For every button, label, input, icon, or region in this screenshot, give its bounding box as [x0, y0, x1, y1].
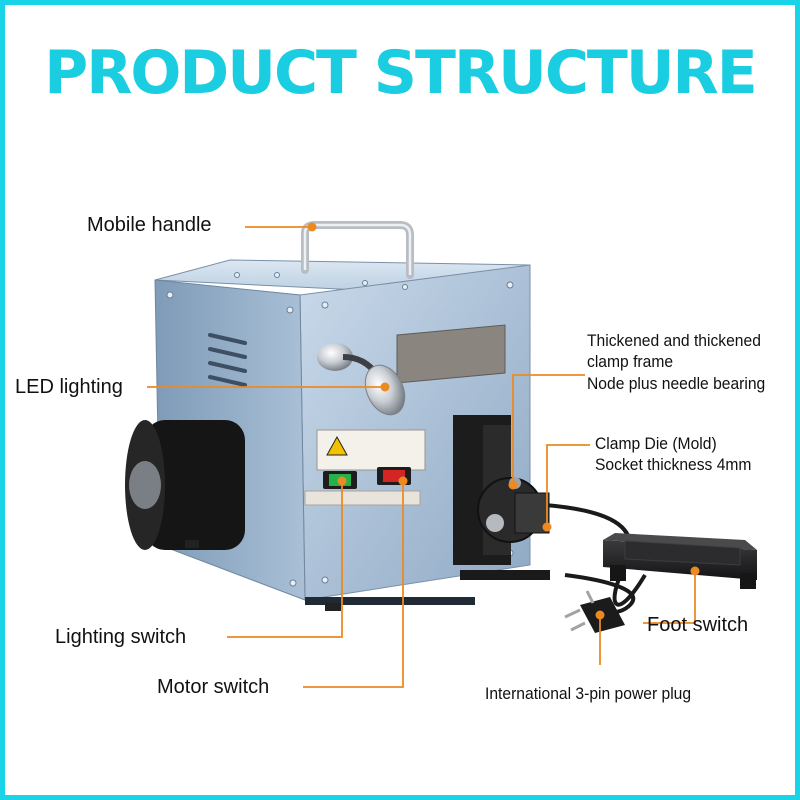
label-clamp-frame-line3: Node plus needle bearing — [587, 373, 766, 393]
leader-foot-switch — [643, 573, 696, 624]
nameplate — [396, 324, 506, 384]
label-clamp-frame-line1: Thickened and thickened — [587, 331, 761, 350]
label-clamp-frame: Thickened and thickened clamp frame Node… — [587, 330, 765, 394]
label-lighting-switch: Lighting switch — [55, 626, 187, 648]
warning-icon — [326, 435, 348, 456]
label-clamp-die: Clamp Die (Mold) Socket thickness 4mm — [595, 433, 751, 476]
label-power-plug: International 3-pin power plug — [485, 684, 692, 703]
label-led-lighting: LED lighting — [15, 376, 123, 398]
machine-base — [305, 597, 475, 605]
motor-drum — [125, 420, 245, 550]
label-clamp-die-line2: Socket thickness 4mm — [595, 455, 752, 475]
leader-lines — [147, 226, 696, 688]
label-clamp-die-line1: Clamp Die (Mold) — [595, 434, 717, 453]
label-motor-switch: Motor switch — [157, 676, 270, 698]
foot-pedal — [603, 533, 757, 589]
leader-clamp-frame — [512, 374, 585, 483]
machine-illustration — [125, 221, 757, 688]
leader-clamp-die — [546, 444, 590, 525]
leader-lighting-switch — [227, 483, 343, 638]
switch-caption-strip — [304, 490, 421, 506]
label-mobile-handle: Mobile handle — [87, 214, 212, 236]
label-foot-switch: Foot switch — [647, 614, 749, 636]
vent-slots — [208, 333, 247, 387]
leader-motor-switch — [303, 483, 404, 688]
page-title: PRODUCT STRUCTURE — [44, 38, 758, 108]
label-clamp-frame-line2: clamp frame — [587, 352, 674, 372]
leader-dots — [307, 222, 700, 620]
clamp-frame — [453, 415, 550, 580]
